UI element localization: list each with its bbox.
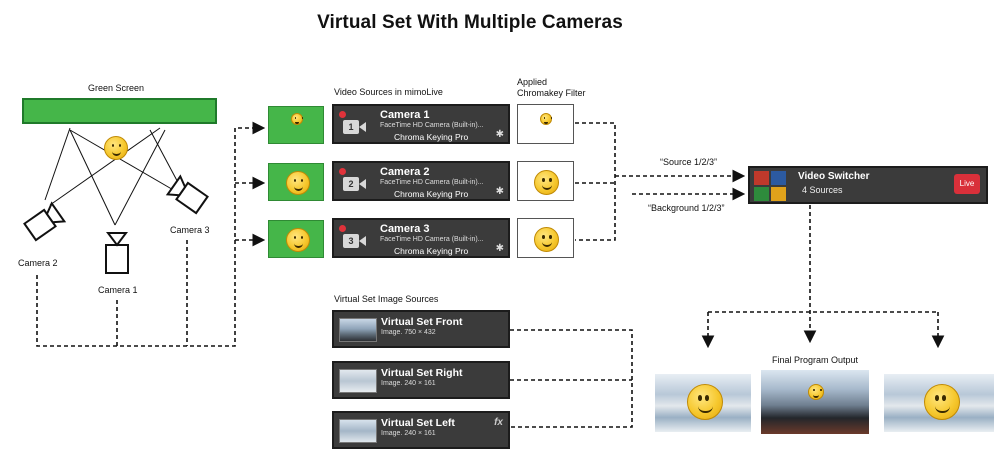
- record-indicator-icon: [339, 111, 346, 118]
- source-name: Camera 3: [380, 223, 430, 235]
- record-indicator-icon: [339, 168, 346, 175]
- camera-2-raw-thumbnail: [268, 163, 324, 201]
- video-source-camera-3[interactable]: 3 Camera 3 FaceTime HD Camera (Built-in)…: [332, 218, 510, 258]
- switcher-source-2-icon: [771, 171, 786, 185]
- image-source-name: Virtual Set Right: [381, 367, 463, 379]
- video-camera-icon: [359, 236, 366, 246]
- gear-icon[interactable]: ✱: [495, 186, 504, 197]
- face-icon: [924, 384, 960, 420]
- presenter-face-icon: [104, 136, 128, 160]
- source-number-badge: 3: [343, 234, 359, 248]
- source-number-badge: 2: [343, 177, 359, 191]
- camera-3-label: Camera 3: [170, 225, 210, 235]
- switcher-title: Video Switcher: [798, 171, 870, 182]
- image-source-meta: Image. 240 × 161: [381, 380, 436, 387]
- image-preview: [339, 369, 377, 393]
- face-icon: [687, 384, 723, 420]
- green-screen: [22, 98, 217, 124]
- image-source-meta: Image. 750 × 432: [381, 329, 436, 336]
- final-output-label: Final Program Output: [772, 355, 859, 365]
- camera-2-keyed-thumbnail: [517, 161, 574, 201]
- camera-3-keyed-thumbnail: [517, 218, 574, 258]
- source-device: FaceTime HD Camera (Built-in)...: [380, 236, 484, 243]
- camera-view-lines: [44, 127, 183, 226]
- chromakey-filter-header-line1: Applied: [517, 77, 548, 87]
- face-icon: [534, 170, 559, 195]
- image-preview: [339, 419, 377, 443]
- video-switcher[interactable]: Video Switcher 4 Sources Live: [748, 166, 988, 204]
- face-icon: [534, 227, 559, 252]
- video-sources-header: Video Sources in mimoLive: [334, 87, 443, 97]
- video-camera-icon: [359, 122, 366, 132]
- live-button[interactable]: Live: [954, 174, 980, 194]
- image-source-name: Virtual Set Front: [381, 316, 463, 328]
- switcher-source-3-icon: [754, 187, 769, 201]
- switcher-source-4-icon: [771, 187, 786, 201]
- image-sources-header: Virtual Set Image Sources: [334, 294, 439, 304]
- background-input-label: “Background 1/2/3”: [648, 203, 725, 213]
- output-preview-center: [761, 370, 869, 434]
- record-indicator-icon: [339, 225, 346, 232]
- switcher-subtitle: 4 Sources: [802, 185, 843, 195]
- source-filter: Chroma Keying Pro: [394, 246, 469, 256]
- page-title: Virtual Set With Multiple Cameras: [317, 12, 623, 33]
- source-name: Camera 1: [380, 109, 430, 121]
- image-source-meta: Image. 240 × 161: [381, 430, 436, 437]
- source-input-label: “Source 1/2/3”: [660, 157, 718, 167]
- gear-icon[interactable]: ✱: [495, 243, 504, 254]
- image-preview: [339, 318, 377, 342]
- face-icon: [291, 113, 303, 125]
- face-icon: [808, 384, 824, 400]
- image-source-name: Virtual Set Left: [381, 417, 455, 429]
- face-icon: [540, 113, 552, 125]
- video-source-camera-2[interactable]: 2 Camera 2 FaceTime HD Camera (Built-in)…: [332, 161, 510, 201]
- camera-1-label: Camera 1: [98, 285, 138, 295]
- image-source-front[interactable]: Virtual Set Front Image. 750 × 432: [332, 310, 510, 348]
- source-device: FaceTime HD Camera (Built-in)...: [380, 122, 484, 129]
- image-source-right[interactable]: Virtual Set Right Image. 240 × 161: [332, 361, 510, 399]
- source-filter: Chroma Keying Pro: [394, 189, 469, 199]
- camera-1-keyed-thumbnail: [517, 104, 574, 144]
- camera-2-label: Camera 2: [18, 258, 58, 268]
- output-preview-right: [884, 374, 994, 432]
- source-device: FaceTime HD Camera (Built-in)...: [380, 179, 484, 186]
- face-icon: [286, 171, 310, 195]
- video-source-camera-1[interactable]: 1 Camera 1 FaceTime HD Camera (Built-in)…: [332, 104, 510, 144]
- gear-icon[interactable]: ✱: [495, 129, 504, 140]
- video-camera-icon: [359, 179, 366, 189]
- switcher-source-1-icon: [754, 171, 769, 185]
- source-filter: Chroma Keying Pro: [394, 132, 469, 142]
- camera-1-raw-thumbnail: [268, 106, 324, 144]
- fx-icon[interactable]: fx: [494, 417, 503, 428]
- source-number-badge: 1: [343, 120, 359, 134]
- green-screen-label: Green Screen: [88, 83, 145, 93]
- image-source-left[interactable]: Virtual Set Left Image. 240 × 161 fx: [332, 411, 510, 449]
- output-preview-left: [655, 374, 751, 432]
- chromakey-filter-header-line2: Chromakey Filter: [517, 88, 586, 98]
- face-icon: [286, 228, 310, 252]
- camera-icons: [23, 174, 209, 274]
- source-name: Camera 2: [380, 166, 430, 178]
- camera-3-raw-thumbnail: [268, 220, 324, 258]
